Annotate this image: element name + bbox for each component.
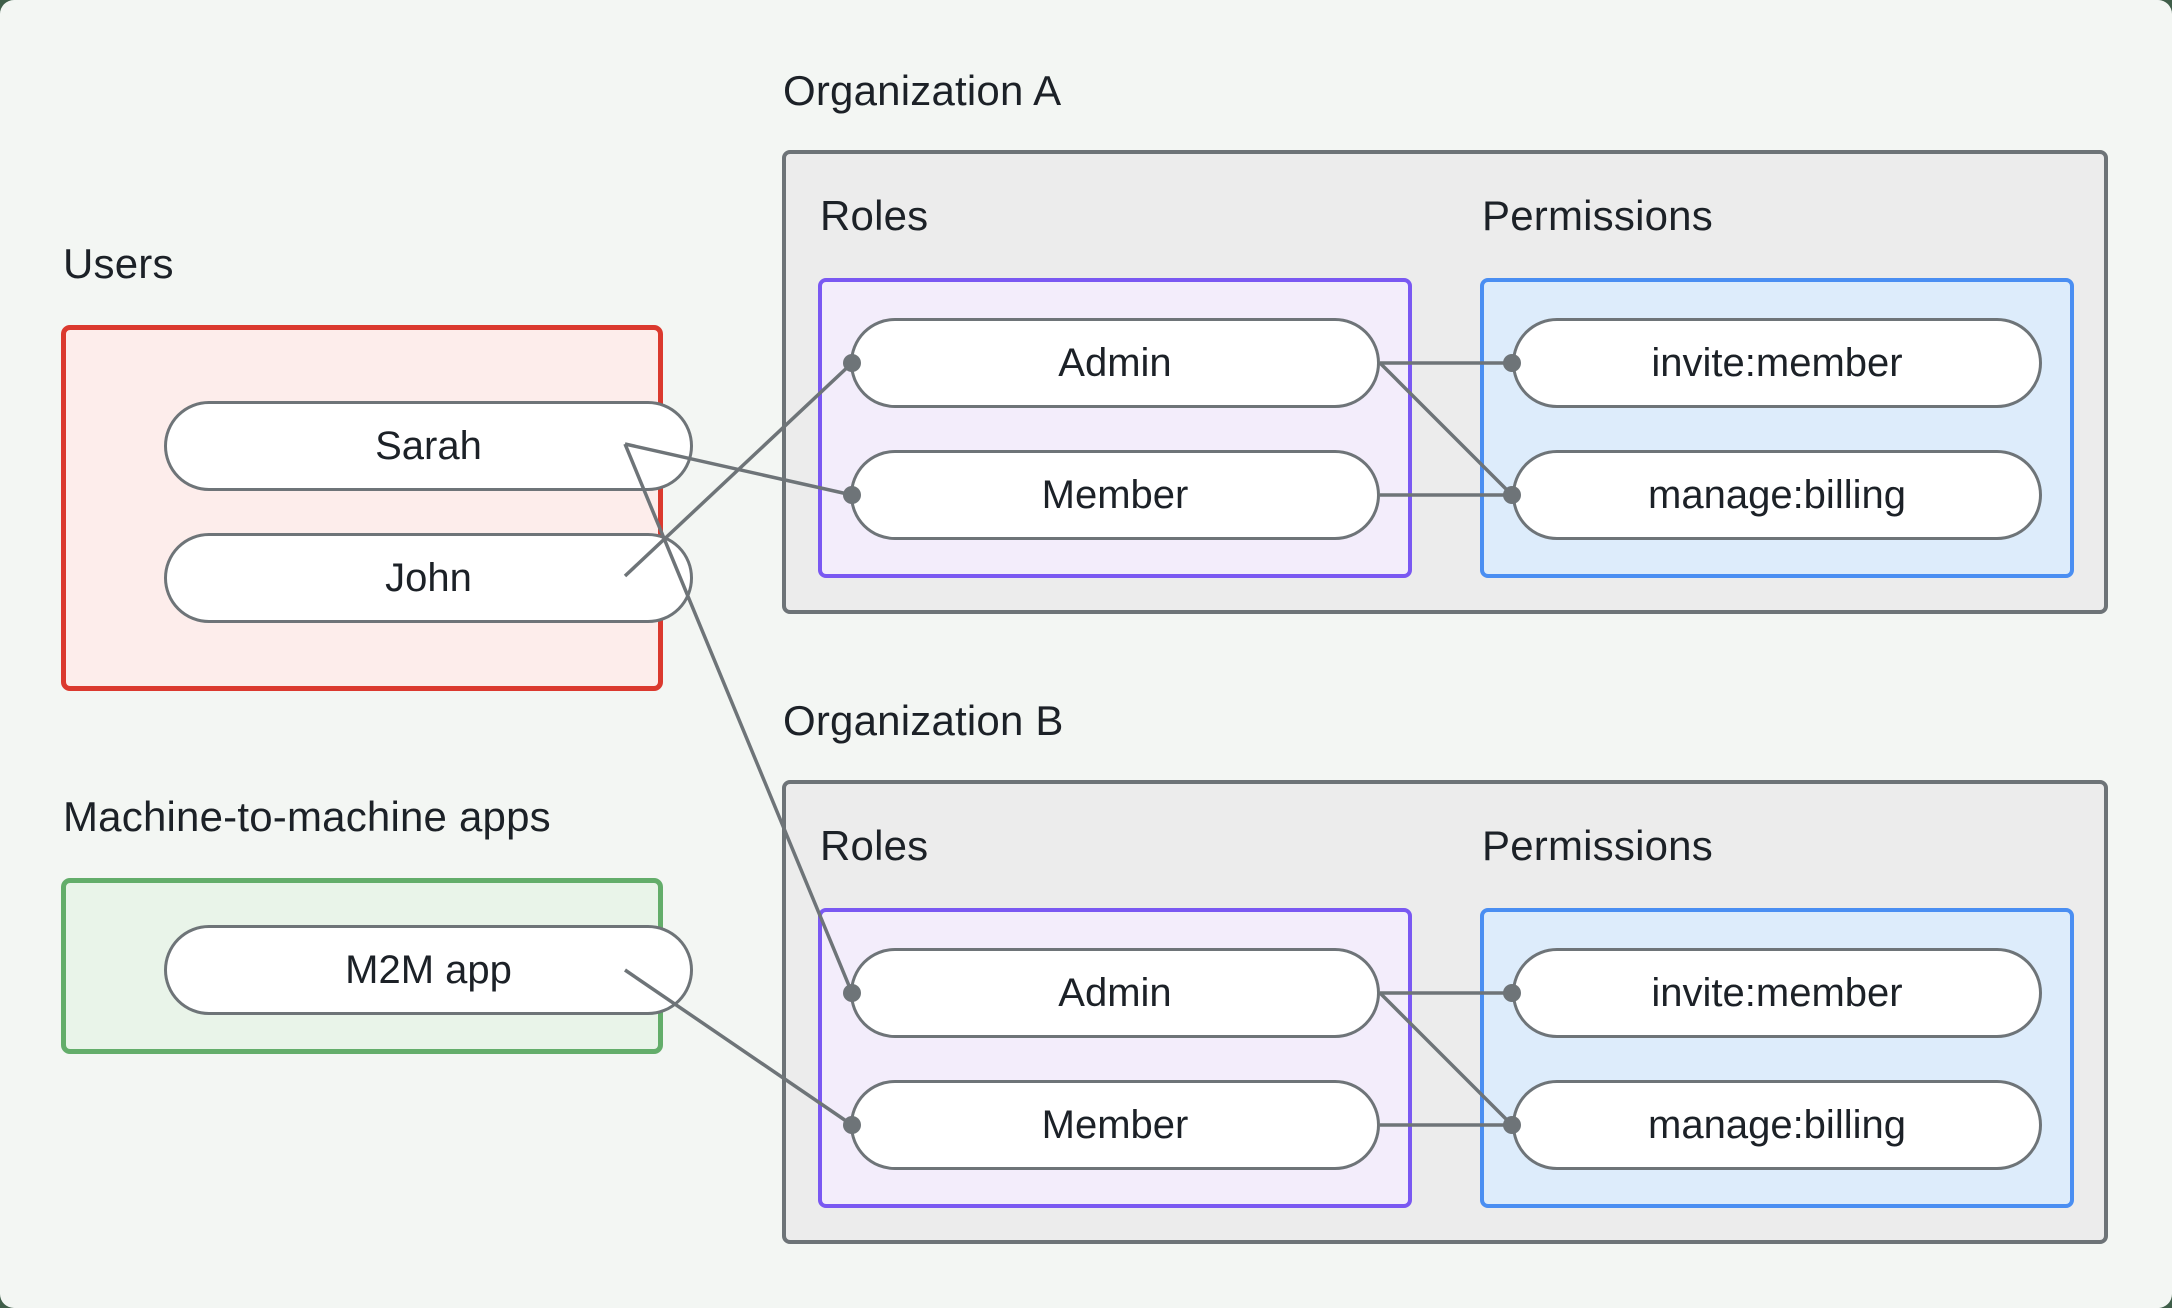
org-a-role-admin: Admin: [850, 318, 1380, 408]
m2m-group-box: M2M app: [61, 878, 693, 1054]
org-a-permissions-label: Permissions: [1482, 192, 1713, 239]
org-a-role-member: Member: [850, 450, 1380, 540]
users-section-title: Users: [63, 240, 174, 287]
org-b-roles-label: Roles: [820, 822, 929, 869]
org-b-title: Organization B: [783, 697, 1064, 744]
org-a-role-member-label: Member: [1041, 472, 1189, 517]
org-b-role-admin-label: Admin: [1058, 970, 1172, 1015]
m2m-app-node-label: M2M app: [345, 947, 512, 992]
org-b-permission-invite-member: invite:member: [1512, 948, 2042, 1038]
m2m-section-title: Machine-to-machine apps: [63, 793, 551, 840]
org-b-permission-manage-billing-label: manage:billing: [1648, 1102, 1906, 1147]
user-node-john-label: John: [385, 555, 472, 600]
org-a-role-admin-label: Admin: [1058, 340, 1172, 385]
org-a-title: Organization A: [783, 67, 1062, 114]
org-b-permissions-label: Permissions: [1482, 822, 1713, 869]
org-b-role-member: Member: [850, 1080, 1380, 1170]
org-a-permission-manage-billing: manage:billing: [1512, 450, 2042, 540]
org-b-permission-invite-member-label: invite:member: [1651, 970, 1903, 1015]
m2m-app-node: M2M app: [164, 925, 693, 1015]
user-node-sarah-label: Sarah: [375, 423, 482, 468]
user-node-sarah: Sarah: [164, 401, 693, 491]
org-a-permission-manage-billing-label: manage:billing: [1648, 472, 1906, 517]
org-a-permission-invite-member: invite:member: [1512, 318, 2042, 408]
users-group-box: Sarah John: [61, 325, 693, 691]
org-a-permission-invite-member-label: invite:member: [1651, 340, 1903, 385]
org-b-role-admin: Admin: [850, 948, 1380, 1038]
user-node-john: John: [164, 533, 693, 623]
org-a-roles-label: Roles: [820, 192, 929, 239]
org-b-role-member-label: Member: [1041, 1102, 1189, 1147]
org-b-permission-manage-billing: manage:billing: [1512, 1080, 2042, 1170]
